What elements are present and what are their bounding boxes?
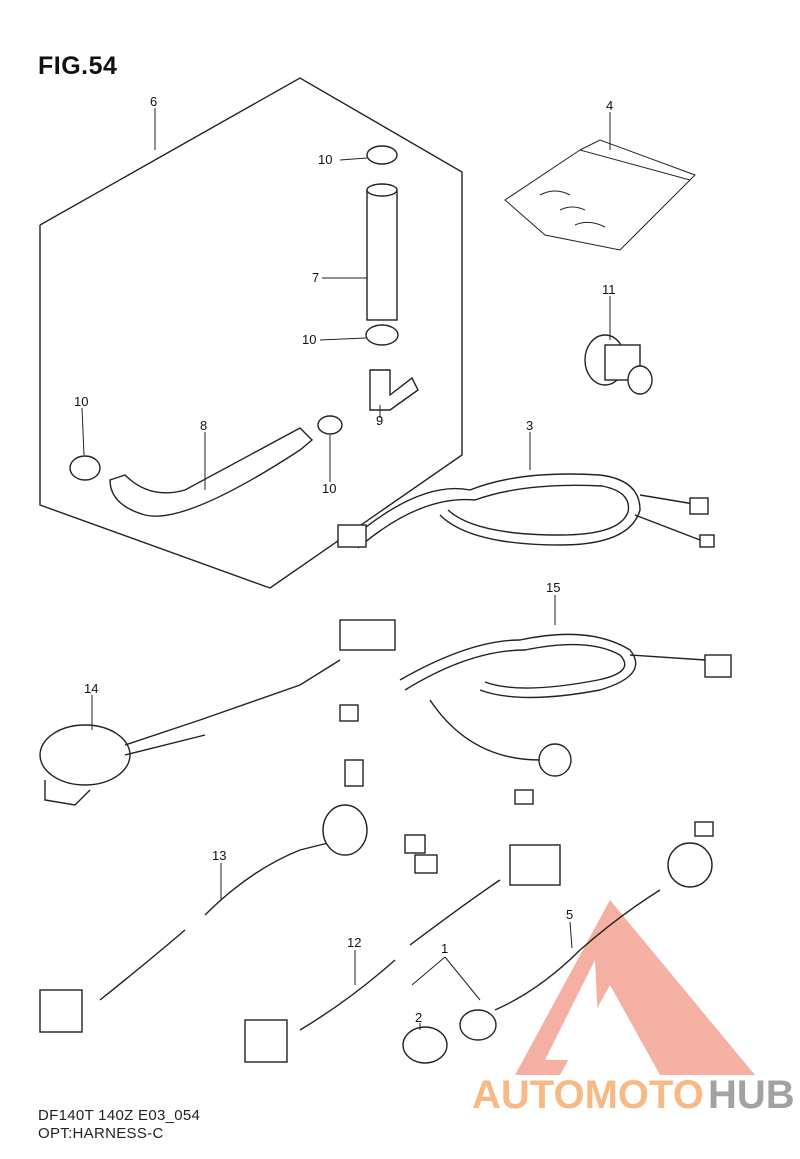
socket-parts xyxy=(402,821,714,1064)
callout-1: 1 xyxy=(441,941,448,956)
kit-boundary xyxy=(39,77,463,589)
callout-2: 2 xyxy=(415,1010,422,1025)
callout-6: 6 xyxy=(150,94,157,109)
callout-12: 12 xyxy=(347,935,361,950)
figure-title: FIG.54 xyxy=(38,52,118,80)
harness-15 xyxy=(339,633,732,805)
hose-assembly xyxy=(69,145,419,517)
buzzer-part xyxy=(39,619,396,806)
figure-subtitle: OPT:HARNESS-C xyxy=(38,1125,164,1142)
callout-10-a: 10 xyxy=(318,152,332,167)
watermark-text: AUTOMOTO HUB xyxy=(472,1073,795,1117)
callout-7: 7 xyxy=(312,270,319,285)
callout-10-d: 10 xyxy=(322,481,336,496)
bag-part xyxy=(504,139,696,251)
callout-14: 14 xyxy=(84,681,98,696)
callout-labels: 6 4 10 7 10 10 8 9 10 11 3 15 14 13 12 1… xyxy=(74,94,616,1025)
callout-10-b: 10 xyxy=(302,332,316,347)
watermark-brand-part1: AUTOMOTO xyxy=(472,1073,704,1117)
callout-11: 11 xyxy=(602,282,616,297)
watermark-logo xyxy=(515,900,755,1075)
callout-4: 4 xyxy=(606,98,613,113)
callout-8: 8 xyxy=(200,418,207,433)
figure-code: DF140T 140Z E03_054 xyxy=(38,1107,201,1124)
harness-3 xyxy=(337,473,715,549)
callout-3: 3 xyxy=(526,418,533,433)
plug-part xyxy=(584,334,653,395)
callout-leaders xyxy=(81,108,611,1030)
callout-9: 9 xyxy=(376,413,383,428)
callout-13: 13 xyxy=(212,848,226,863)
callout-15: 15 xyxy=(546,580,560,595)
callout-5: 5 xyxy=(566,907,573,922)
watermark-brand-part2: HUB xyxy=(708,1073,795,1117)
harness-12 xyxy=(244,844,561,1063)
callout-10-c: 10 xyxy=(74,394,88,409)
harness-13 xyxy=(39,759,438,1033)
